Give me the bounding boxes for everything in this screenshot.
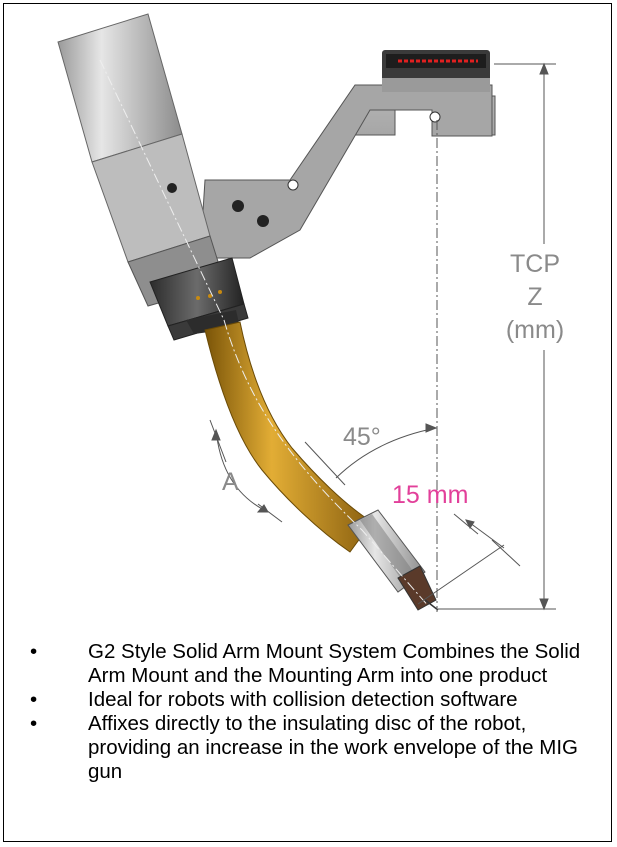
feature-item: • Ideal for robots with collision detecti…: [30, 688, 600, 712]
feature-text: G2 Style Solid Arm Mount System Combines…: [88, 640, 581, 687]
angle-label: 45°: [343, 423, 381, 451]
offset-label: 15 mm: [392, 481, 469, 509]
feature-text: Ideal for robots with collision detectio…: [88, 688, 518, 711]
sensor-block: [382, 50, 490, 92]
feature-text: Affixes directly to the insulating disc …: [88, 712, 578, 783]
tcp-label-line-3: (mm): [505, 316, 565, 344]
offset-dimension: [417, 513, 521, 605]
dimension-a: [209, 419, 283, 523]
mounting-arm: [199, 84, 496, 259]
bullet-marker: •: [30, 688, 38, 711]
bullet-marker: •: [30, 640, 38, 663]
torch-drawing: [57, 13, 556, 612]
torch-centerline: [99, 59, 431, 609]
dimension-a-label: A: [222, 468, 239, 496]
feature-item: • Affixes directly to the insulating disc…: [30, 712, 600, 784]
torch-body: [57, 13, 249, 341]
angle-dimension: [304, 423, 438, 486]
tcp-label-line-1: TCP: [510, 250, 560, 278]
tcp-label-line-2: Z: [527, 283, 543, 311]
tcp-z-label: TCP Z (mm): [490, 248, 580, 347]
bullet-marker: •: [30, 712, 38, 735]
feature-item: • G2 Style Solid Arm Mount System Combine…: [30, 640, 600, 688]
tcp-z-dimension: [438, 62, 556, 611]
feature-list: • G2 Style Solid Arm Mount System Combine…: [30, 640, 600, 784]
nozzle: [347, 509, 439, 611]
